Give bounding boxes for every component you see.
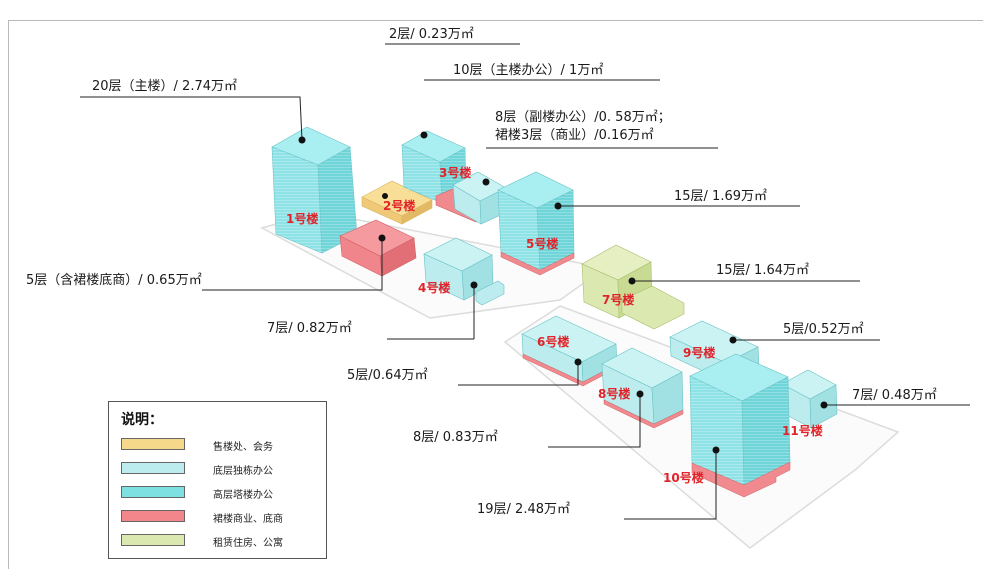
leader-b8: [548, 394, 641, 448]
label-building-2: 2号楼: [383, 199, 416, 213]
annotation-building-9: 5层/0.52万㎡: [783, 322, 864, 337]
building-8-base: [603, 399, 684, 429]
building-4: [423, 237, 505, 306]
podium-right: [379, 237, 417, 277]
legend-item-sales: 售楼处、会务: [121, 438, 321, 453]
leader-dot-b2: [382, 193, 388, 199]
building-2-right: [401, 199, 433, 225]
annotation-building-5: 15层/ 1.69万㎡: [674, 189, 767, 204]
legend-item-retail: 裙楼商业、底商: [121, 510, 321, 525]
legend-title: 说明：: [121, 412, 163, 428]
label-building-5: 5号楼: [526, 237, 559, 251]
label-building-3: 3号楼: [439, 166, 472, 180]
label-building-9: 9号楼: [683, 346, 716, 360]
building-10: [689, 353, 791, 498]
leader-dot-b3-side: [482, 178, 490, 186]
legend-item-low-office: 底层独栋办公: [121, 462, 321, 477]
label-building-7: 7号楼: [602, 293, 635, 307]
leader-b6: [458, 362, 579, 386]
building-2: [361, 180, 433, 225]
building-4-annex: [475, 280, 505, 306]
annotation-building-3-side-line1: 8层（副楼办公）/0. 58万㎡；: [495, 110, 671, 125]
label-building-8: 8号楼: [598, 387, 631, 401]
building-6: [521, 315, 618, 387]
leader-dot-b7: [628, 277, 636, 285]
leader-dot-podium: [378, 234, 386, 242]
leader-dot-b1: [298, 136, 306, 144]
leader-b1: [80, 96, 303, 141]
leader-dot-b3-main: [420, 131, 428, 139]
leader-dot-b4: [470, 281, 478, 289]
label-building-11: 11号楼: [782, 424, 823, 438]
legend-item-high-office: 高层塔楼办公: [121, 486, 321, 501]
leader-dot-b8: [636, 390, 644, 398]
annotation-building-11: 7层/ 0.48万㎡: [852, 388, 937, 403]
frame-left-line: [8, 20, 9, 569]
leader-dot-b11: [820, 401, 828, 409]
legend-swatch-high-office: [121, 486, 185, 498]
building-7: [581, 244, 685, 330]
leader-b10: [624, 450, 717, 520]
legend-label-retail: 裙楼商业、底商: [213, 514, 283, 525]
legend-swatch-retail: [121, 510, 185, 522]
legend-label-low-office: 底层独栋办公: [213, 466, 273, 477]
legend-swatch-rental: [121, 534, 185, 546]
legend-label-rental: 租赁住房、公寓: [213, 538, 283, 549]
legend-item-rental: 租赁住房、公寓: [121, 534, 321, 549]
leader-dot-b6: [574, 358, 582, 366]
legend-label-sales: 售楼处、会务: [213, 442, 273, 453]
legend-swatch-low-office: [121, 462, 185, 474]
label-building-6: 6号楼: [537, 335, 570, 349]
annotation-building-7: 15层/ 1.64万㎡: [716, 263, 809, 278]
annotation-building-6: 5层/0.64万㎡: [347, 368, 428, 383]
leader-dot-b9: [729, 336, 737, 344]
label-building-10: 10号楼: [663, 471, 704, 485]
frame-top-line: [8, 20, 983, 21]
building-1: [271, 126, 358, 254]
annotation-building-2: 2层/ 0.23万㎡: [389, 27, 474, 42]
annotation-building-4: 7层/ 0.82万㎡: [267, 321, 352, 336]
annotation-building-10: 19层/ 2.48万㎡: [477, 502, 570, 517]
legend: 说明： 售楼处、会务 底层独栋办公 高层塔楼办公 裙楼商业、底商 租赁住房、公寓: [108, 401, 327, 559]
annotation-building-1: 20层（主楼）/ 2.74万㎡: [92, 79, 237, 94]
building-7-wing: [621, 285, 685, 330]
label-building-4: 4号楼: [418, 281, 451, 295]
annotation-podium: 5层（含裙楼底商）/ 0.65万㎡: [26, 273, 202, 288]
label-building-1: 1号楼: [286, 212, 319, 226]
building-8: [601, 347, 684, 429]
building-5: [497, 171, 575, 276]
annotation-building-8: 8层/ 0.83万㎡: [413, 430, 498, 445]
leader-dot-b10: [712, 446, 720, 454]
annotation-building-3-side-line2: 裙楼3层（商业）/0.16万㎡: [495, 128, 654, 143]
leader-dot-b5: [554, 202, 562, 210]
legend-swatch-sales: [121, 438, 185, 450]
legend-label-high-office: 高层塔楼办公: [213, 490, 273, 501]
leader-podium: [202, 238, 383, 291]
podium-retail: [339, 219, 417, 277]
annotation-building-3-main: 10层（主楼办公）/ 1万㎡: [453, 63, 604, 78]
